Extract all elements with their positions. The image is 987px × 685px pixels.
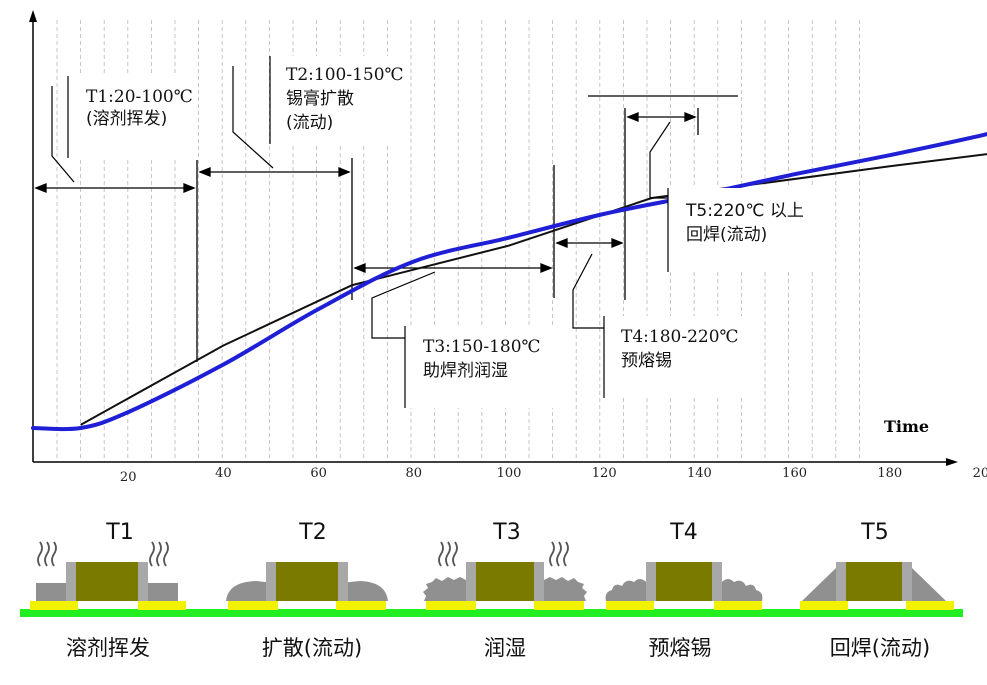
x-axis-label: Time [884,417,929,436]
stage-caption-t1: 溶剂挥发 [66,636,150,660]
component-body [76,562,138,601]
x-tick-label: 80 [406,466,423,481]
pad [336,601,386,610]
interval-arrow-t1 [34,183,196,193]
callout-t4-line1: T4:180-220℃ [621,327,739,347]
x-tick-label: 200 [973,466,987,481]
reflow-profile-chart: 2040608010012014016018020022024026028030… [29,10,987,485]
leader-t3 [371,271,436,408]
callout-box-t4 [604,316,754,398]
stage-title-t3: T3 [493,520,521,545]
callout-t2-line1: T2:100-150℃ [286,65,404,85]
component-terminal [534,562,544,601]
x-tick-label: 20 [120,470,137,485]
solder-paste [423,577,466,601]
solder-paste [340,581,388,601]
stage-caption-t4: 预熔锡 [648,636,712,660]
vapor-icon [37,541,169,567]
callout-box-t2 [272,56,404,144]
leader-t2 [232,56,274,169]
pad [138,601,186,610]
component-body [276,562,338,601]
callout-box-t3 [405,326,565,408]
component-terminal [66,562,76,601]
callout-t3-line1: T3:150-180℃ [423,337,541,357]
component-terminal [712,562,722,601]
stage-4-illustration [605,562,763,610]
interval-arrow-t5 [626,112,697,122]
callout-t1-line1: T1:20-100℃ [86,87,193,107]
callout-box-t5 [668,188,828,272]
callout-t4-line2: 预熔锡 [621,351,672,371]
solder-paste [36,583,70,601]
callout-t2-line3: (流动) [286,113,333,133]
component-terminal [836,562,846,601]
x-tick-label: 160 [782,466,807,481]
stage-3-illustration [423,541,587,610]
interval-arrow-t2 [198,167,351,177]
stage-title-t2: T2 [299,520,327,545]
x-axis-arrow [946,458,958,466]
leader-t5 [649,121,671,272]
component-terminal [646,562,656,601]
interval-arrow-t3 [353,263,553,273]
solder-paste [544,577,587,601]
stage-title-t1: T1 [106,520,134,545]
solder-paste [226,581,274,601]
solder-fillet [912,568,946,601]
pad [714,601,762,610]
reflow-stage-illustrations [20,541,963,617]
x-tick-label: 40 [215,466,232,481]
stage-5-illustration [800,562,954,610]
stage-caption-t3: 润湿 [484,636,526,660]
pcb-board [20,609,963,617]
pad [30,601,78,610]
x-tick-label: 140 [687,466,712,481]
x-tick-label: 120 [592,466,617,481]
stage-2-illustration [226,562,388,610]
component-body [846,562,902,601]
solder-paste [144,583,178,601]
component-terminal [902,562,912,601]
callout-t2-line2: 锡膏扩散 [286,88,354,109]
solder-paste [722,579,763,601]
y-axis-arrow [29,10,37,22]
pad [426,601,476,610]
profile-line-black [80,153,987,426]
pad [606,601,654,610]
callout-t5-line1: T5:220℃ 以上 [685,201,804,221]
interval-arrow-t4 [555,238,624,248]
component-terminal [338,562,348,601]
x-tick-label: 60 [310,466,327,481]
stage-title-t4: T4 [670,520,698,545]
component-body [656,562,712,601]
component-terminal [466,562,476,601]
callout-t3-line2: 助焊剂润湿 [423,361,508,381]
x-tick-labels: 2040608010012014016018020022024026028030… [120,466,987,485]
component-terminal [266,562,276,601]
pad [906,601,954,610]
stage-caption-t2: 扩散(流动) [261,636,363,660]
x-tick-label: 180 [877,466,902,481]
stage-caption-t5: 回焊(流动) [829,636,931,660]
leader-t1 [51,76,75,183]
pad [534,601,584,610]
solder-fillet [802,568,836,601]
profile-curve-blue [31,132,987,432]
pad [800,601,848,610]
vapor-icon [438,541,569,567]
callout-t1-line2: (溶剂挥发) [86,109,167,129]
stage-1-illustration [30,541,186,610]
x-tick-label: 100 [497,466,522,481]
component-body [476,562,534,601]
stage-title-t5: T5 [861,520,889,545]
callout-t5-line2: 回焊(流动) [686,225,767,245]
leader-t4 [572,253,605,398]
component-terminal [138,562,148,601]
solder-paste [605,579,646,601]
callout-box-t1 [72,76,190,158]
pad [228,601,278,610]
